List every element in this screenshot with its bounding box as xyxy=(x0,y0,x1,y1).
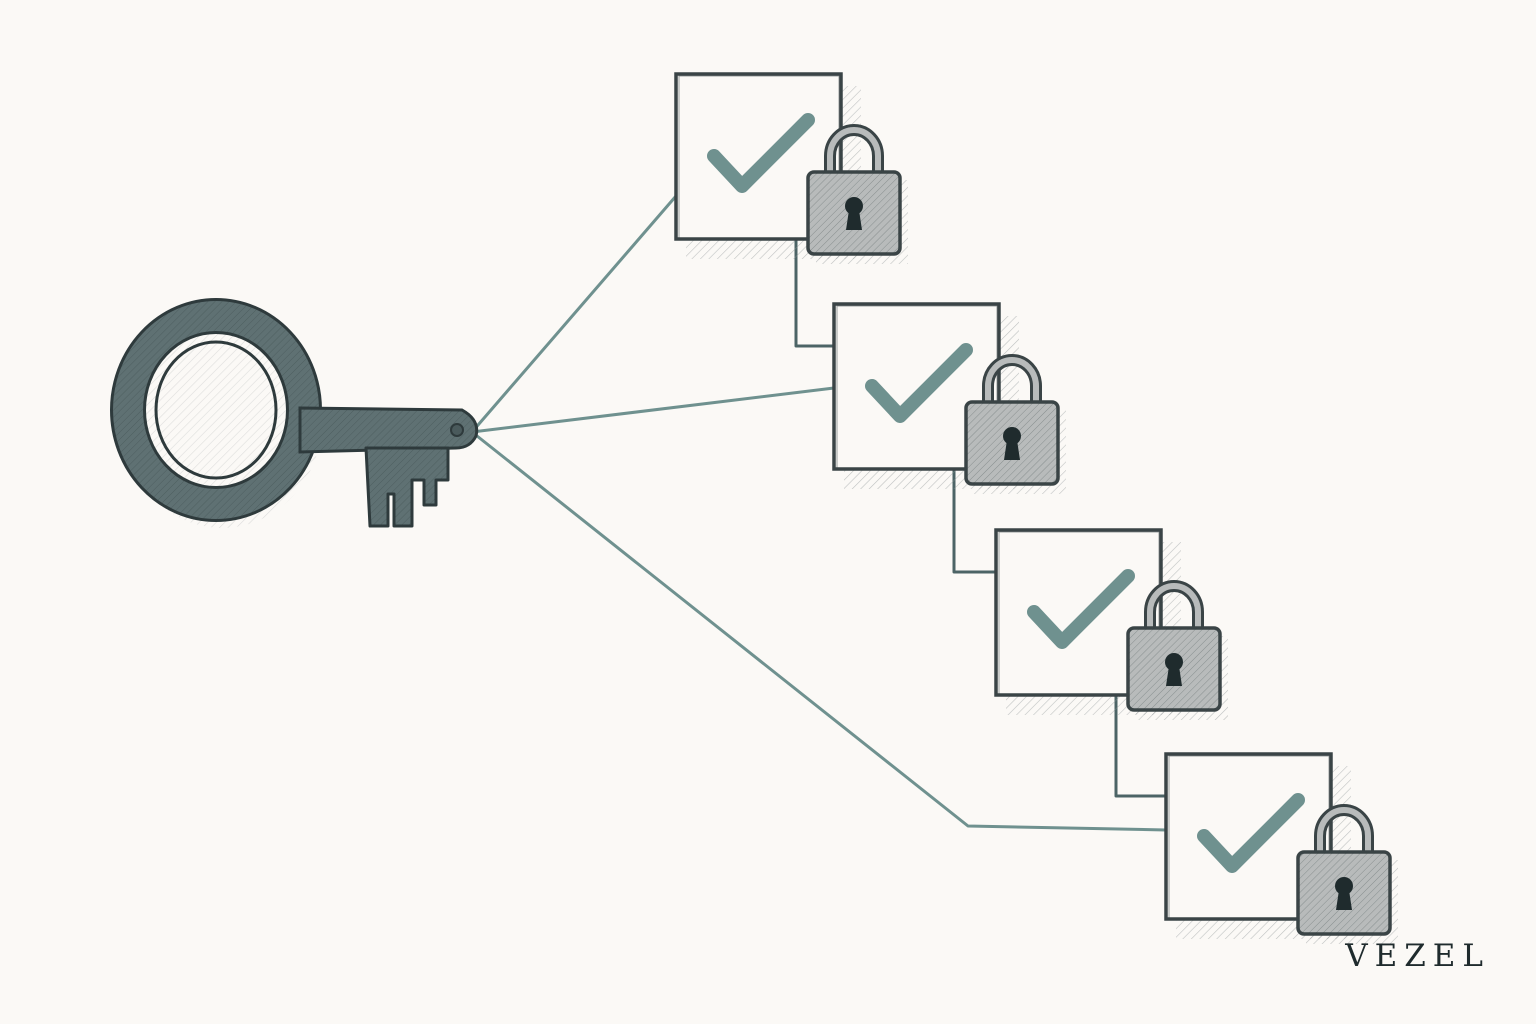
connector-line-3 xyxy=(470,430,1168,832)
key-icon xyxy=(110,298,479,528)
checklist-item xyxy=(674,72,908,264)
checklist-items xyxy=(674,72,1398,944)
padlock-shackle-highlight xyxy=(827,127,881,179)
connector-lines xyxy=(470,194,1168,832)
chain-link-1 xyxy=(794,239,834,348)
padlock-icon xyxy=(964,354,1066,494)
padlock-icon xyxy=(806,124,908,264)
checkbox-sketch-line xyxy=(678,75,840,239)
chain-link-2 xyxy=(952,469,996,574)
padlock-shackle-highlight xyxy=(985,357,1039,409)
checklist-item xyxy=(832,302,1066,494)
keyhole-slot xyxy=(1004,440,1020,460)
checklist-item xyxy=(1164,752,1398,944)
check-icon xyxy=(707,113,815,193)
keyhole-slot xyxy=(1166,666,1182,686)
chain-links xyxy=(794,239,1166,798)
brand-wordmark: VEZEL xyxy=(1345,938,1490,974)
chain-link-3 xyxy=(1114,695,1166,798)
checkbox-sketch-line xyxy=(998,531,1160,695)
connector-line-2 xyxy=(470,386,836,434)
padlock-shackle-highlight xyxy=(1317,807,1371,859)
padlock-icon xyxy=(1126,580,1228,720)
checkbox-sketch-line xyxy=(836,305,998,469)
checkbox-sketch-line xyxy=(1168,755,1330,919)
check-icon xyxy=(1027,569,1135,649)
keyhole-slot xyxy=(846,210,862,230)
checklist-item xyxy=(994,528,1228,720)
check-icon xyxy=(1197,793,1305,873)
checkbox-frame xyxy=(994,528,1163,697)
connector-line-1 xyxy=(470,194,678,434)
check-icon xyxy=(865,343,973,423)
padlock-shackle-highlight xyxy=(1147,583,1201,635)
keyhole-slot xyxy=(1336,890,1352,910)
padlock-icon xyxy=(1296,804,1398,944)
